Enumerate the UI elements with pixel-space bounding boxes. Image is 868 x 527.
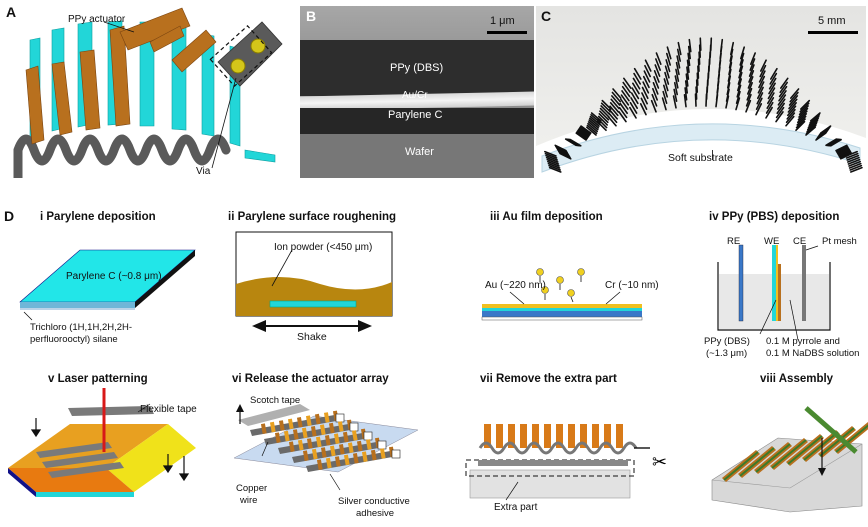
solution-label-line1: 0.1 M pyrrole and [766, 336, 840, 347]
copper-wire-label-line1: Copper [236, 483, 268, 494]
step-v-title: v Laser patterning [48, 373, 148, 385]
panel-c-letter: C [541, 8, 552, 24]
parylene-thickness-label: Parylene C (~0.8 μm) [66, 271, 162, 282]
via-label: Via [196, 166, 211, 177]
ion-powder-label: Ion powder (<450 μm) [274, 242, 373, 253]
step-iv-title: iv PPy (PBS) deposition [709, 211, 840, 223]
step-vi-title: vi Release the actuator array [232, 373, 389, 385]
scotch-tape-label: Scotch tape [250, 395, 301, 406]
step-vii-title: vii Remove the extra part [480, 373, 617, 385]
ppy-dbs-layer-label: PPy (DBS) [390, 62, 444, 74]
solution-label-line2: 0.1 M NaDBS solution [766, 348, 860, 359]
wafer-layer-label: Wafer [405, 146, 434, 158]
parylene-layer-label: Parylene C [388, 109, 443, 121]
panel-a-letter: A [6, 4, 17, 20]
actuator-array-photo [536, 37, 866, 178]
step-i-title: i Parylene deposition [40, 211, 156, 223]
panel-b-sem-image [300, 6, 534, 178]
ppy-thickness-label: (~1.3 μm) [706, 348, 748, 359]
panel-b-letter: B [306, 8, 317, 24]
svg-text:✂: ✂ [652, 452, 667, 473]
ce-electrode-label: CE [793, 236, 807, 247]
silane-label-line1: Trichloro (1H,1H,2H,2H- [30, 322, 133, 333]
copper-wire-label-line2: wire [240, 495, 258, 506]
extra-part-label: Extra part [494, 502, 538, 513]
re-electrode-label: RE [727, 236, 741, 247]
ppy-dbs-label: PPy (DBS) [704, 336, 750, 347]
silver-adhesive-label-line1: Silver conductive [338, 496, 410, 507]
au-cr-layer-label: Au/Cr [402, 90, 428, 101]
scale-label-b: 1 μm [490, 15, 515, 27]
au-thickness-label: Au (~220 nm) [485, 280, 546, 291]
panel-d-letter: D [4, 208, 15, 224]
soft-substrate-label: Soft substrate [668, 152, 733, 164]
panel-a-actuator-illustration [13, 7, 283, 178]
sem-scale-bar-b [487, 31, 527, 34]
flexible-tape-label: Flexible tape [140, 404, 197, 415]
via-hole [230, 58, 246, 74]
silver-adhesive-label-line2: adhesive [356, 508, 395, 519]
scale-label-c: 5 mm [818, 15, 846, 27]
photo-scale-bar-c [808, 31, 858, 34]
soft-substrate-leader [712, 150, 713, 160]
ppy-actuator-label: PPy actuator [68, 14, 126, 25]
shake-label: Shake [297, 331, 327, 343]
step-viii-title: viii Assembly [760, 373, 834, 385]
step-ii-title: ii Parylene surface roughening [228, 211, 397, 223]
cr-thickness-label: Cr (~10 nm) [605, 280, 659, 291]
serpentine-interconnect [13, 134, 231, 166]
step-iii-title: iii Au film deposition [490, 211, 603, 223]
silane-label-line2: perfluorooctyl) silane [30, 334, 118, 345]
pt-mesh-label: Pt mesh [822, 236, 857, 247]
we-electrode-label: WE [764, 236, 780, 247]
